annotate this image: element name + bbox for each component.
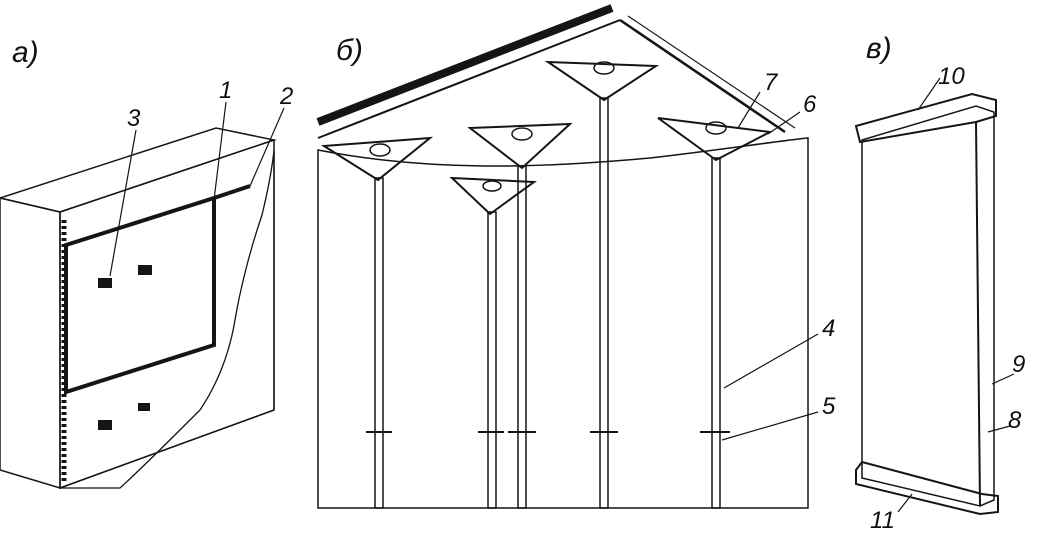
callout-5: 5 (822, 393, 836, 420)
callout-6: 6 (803, 91, 817, 118)
wall-top-face (0, 127, 277, 213)
callout-8: 8 (1008, 407, 1022, 434)
support-post (544, 60, 660, 509)
leader-line (721, 411, 819, 441)
overhead-rail-edge (627, 15, 796, 129)
panel-b-label: б) (336, 34, 363, 67)
wall-left-end-face (0, 197, 61, 490)
panel-c-ribbed-panel: в) 10 9 8 11 (854, 32, 1025, 534)
top-rail (854, 92, 997, 144)
reinforcement-frame (64, 195, 216, 395)
callout-7: 7 (764, 69, 779, 96)
panel-c-label: в) (866, 32, 892, 65)
leader-line (737, 91, 761, 129)
callout-1: 1 (219, 77, 232, 104)
leader-line (767, 111, 801, 135)
panel-b-brick-wall-with-supports: б) (316, 4, 836, 509)
brick-wall (317, 137, 809, 509)
leader-line (249, 107, 285, 187)
ribbed-panel-body (861, 105, 995, 507)
bottom-rail (855, 460, 999, 516)
wall-front-face (59, 138, 275, 490)
leader-line (991, 373, 1015, 385)
leader-line (917, 77, 941, 111)
support-post (467, 122, 573, 509)
callout-10: 10 (938, 63, 965, 90)
leader-line (109, 129, 137, 277)
callout-11: 11 (870, 507, 895, 534)
callout-3: 3 (127, 105, 141, 132)
panel-a-wall-block: а) 3 1 2 (0, 36, 293, 490)
support-post (320, 136, 434, 509)
embedded-insert (138, 265, 152, 275)
embedded-insert (98, 278, 112, 288)
embedded-insert (98, 420, 112, 430)
facing-layer (59, 149, 275, 489)
overhead-rail (619, 18, 786, 134)
leader-line (723, 333, 819, 389)
support-post (657, 117, 774, 509)
panel-a-label: а) (12, 36, 39, 69)
leader-line (897, 493, 913, 513)
panel-edge (975, 121, 981, 507)
overhead-rail-edge (317, 19, 621, 139)
callout-4: 4 (822, 315, 835, 342)
callout-2: 2 (279, 83, 293, 110)
callout-9: 9 (1012, 351, 1025, 378)
embedded-insert (138, 403, 150, 411)
leader-line (213, 101, 227, 201)
leader-line (987, 425, 1011, 433)
overhead-rail (316, 4, 614, 126)
support-post (449, 176, 537, 509)
frame-tie (213, 184, 251, 200)
